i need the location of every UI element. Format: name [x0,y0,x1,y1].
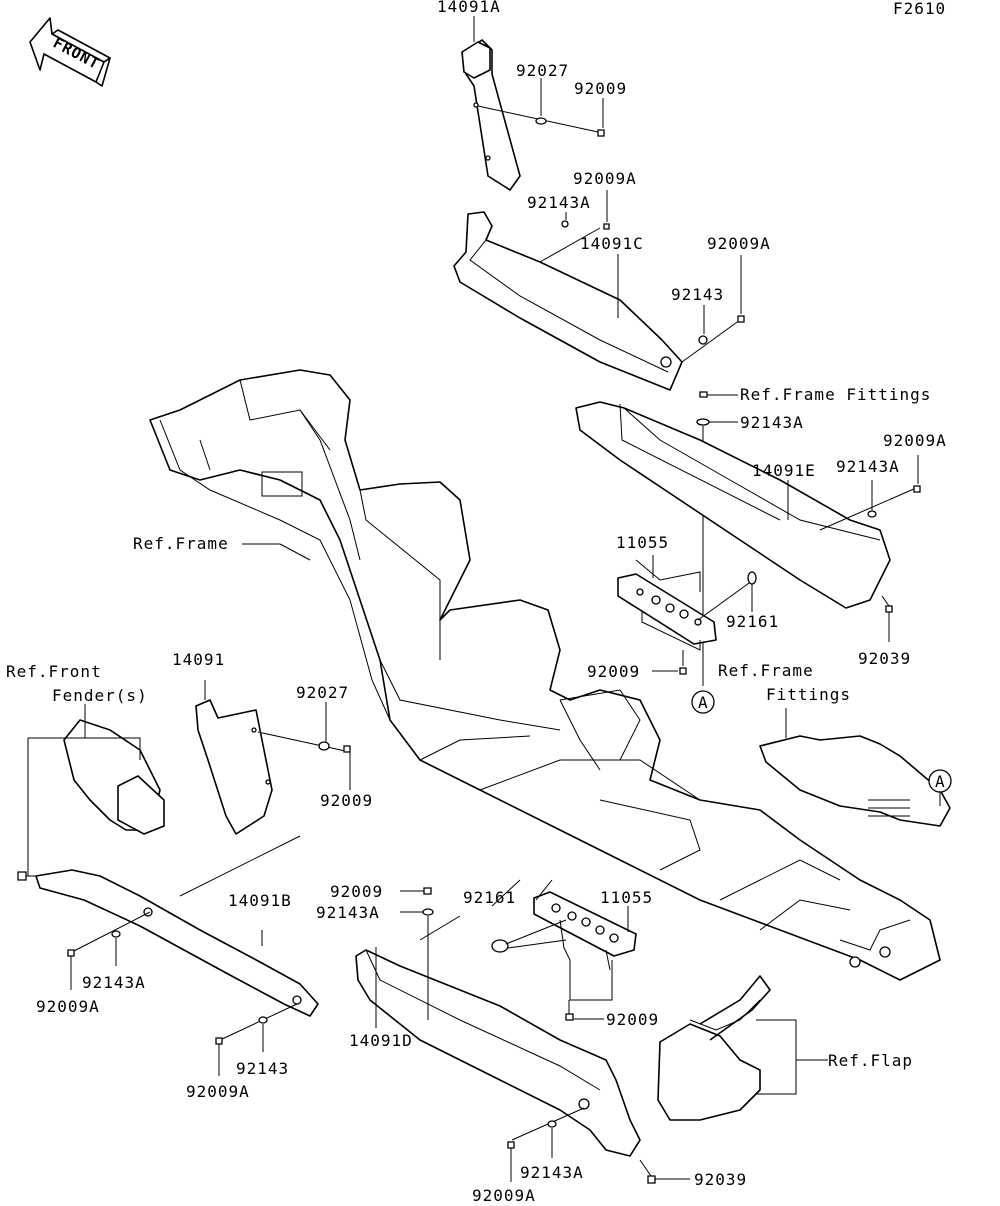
label-92009-left: 92009 [320,791,373,810]
label-92009A-bottom: 92009A [472,1186,536,1205]
label-92143A-2: 92143A [740,413,804,432]
label-92039-top: 92039 [858,649,911,668]
main-frame [149,369,941,981]
callout-a-circle [691,690,715,714]
frame-fittings-plate [759,735,951,827]
label-92009-low: 92009 [330,882,383,901]
label-92009A-2: 92009A [707,234,771,253]
label-92009A-low: 92009A [186,1082,250,1101]
diagram-code: F2610 [893,0,946,18]
label-ref-frame-fittings-2b: Fittings [766,685,851,704]
label-14091A: 14091A [437,0,501,16]
label-11055-top: 11055 [616,533,669,552]
bracket-11055-top [617,573,717,651]
cover-14091C [453,211,683,391]
label-92143A-left: 92143A [82,973,146,992]
cover-14091 [195,699,273,835]
label-92009A-1: 92009A [573,169,637,188]
front-fender-ref [63,719,165,835]
label-92009A-left: 92009A [36,997,100,1016]
label-14091: 14091 [172,650,225,669]
label-14091D: 14091D [349,1031,413,1050]
label-ref-front-fender-a: Ref.Front [6,662,102,681]
label-ref-frame-fittings-2a: Ref.Frame [718,661,814,680]
label-ref-front-fender-b: Fender(s) [52,686,148,705]
label-ref-flap: Ref.Flap [828,1051,913,1070]
label-92027-mid: 92027 [296,683,349,702]
callout-a-1: A [698,693,709,712]
label-92143-top: 92143 [671,285,724,304]
label-14091B: 14091B [228,891,292,910]
label-92039-bottom: 92039 [694,1170,747,1189]
label-14091E: 14091E [752,461,816,480]
label-92009-bottom: 92009 [606,1010,659,1029]
label-92143A-bottom: 92143A [520,1163,584,1182]
label-92009-mid: 92009 [587,662,640,681]
label-ref-frame-fittings-1: Ref.Frame Fittings [740,385,931,404]
bracket-11055-low [533,891,637,971]
label-92161-low: 92161 [463,888,516,907]
label-92143-low: 92143 [236,1059,289,1078]
label-11055-low: 11055 [600,888,653,907]
callout-a-2: A [935,772,946,791]
label-92027-top: 92027 [516,61,569,80]
label-14091C: 14091C [580,234,644,253]
label-92009A-3: 92009A [883,431,947,450]
front-arrow-icon: FRONT [29,17,111,87]
label-92143A-1: 92143A [527,193,591,212]
flap-ref [657,975,771,1121]
label-92143A-3: 92143A [836,457,900,476]
label-92009-top: 92009 [574,79,627,98]
cover-14091E [575,401,891,609]
cover-14091A [461,39,521,191]
ref-frame-label: Ref.Frame [133,534,229,553]
cover-14091D [355,949,641,1157]
label-92143A-low: 92143A [316,903,380,922]
label-92161-top: 92161 [726,612,779,631]
